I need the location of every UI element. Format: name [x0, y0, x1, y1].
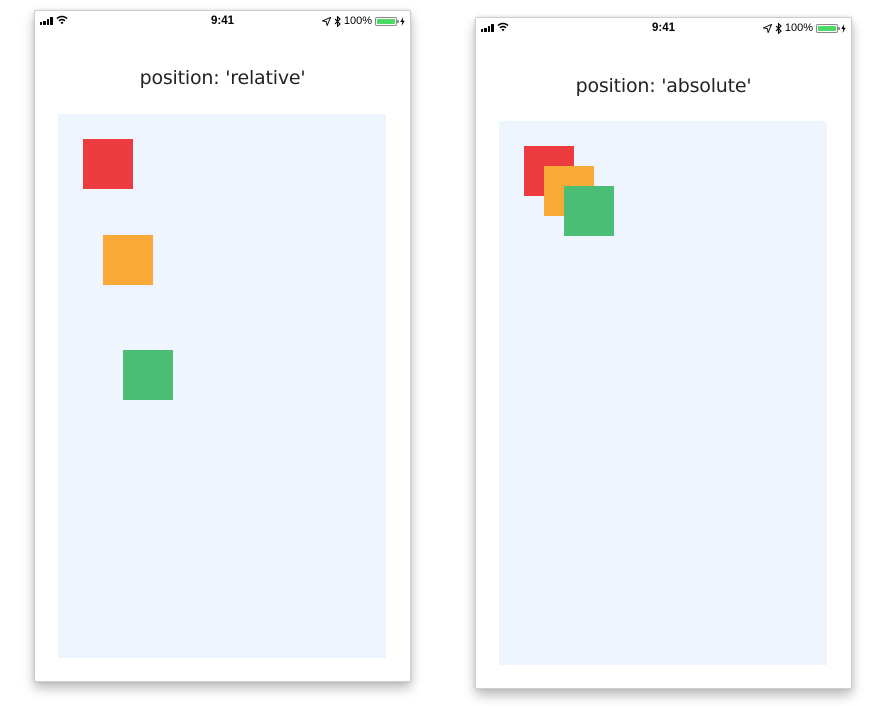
wifi-icon [497, 22, 509, 32]
phone-relative: 9:41 100% position: 'relative' [34, 10, 411, 682]
status-bar: 9:41 100% [35, 11, 410, 31]
cellular-signal-icon [40, 17, 54, 25]
charging-bolt-icon [400, 16, 405, 26]
status-right-group: 100% [321, 14, 405, 28]
orange-box [103, 235, 153, 285]
demo-container [58, 114, 386, 658]
wifi-icon [56, 15, 68, 25]
demo-container [499, 121, 827, 665]
battery-icon [816, 23, 840, 33]
battery-percent: 100% [784, 22, 813, 34]
green-box [123, 350, 173, 400]
status-time: 9:41 [210, 15, 235, 27]
charging-bolt-icon [841, 23, 846, 33]
bluetooth-icon [775, 22, 782, 34]
status-right-group: 100% [762, 21, 846, 35]
phone-absolute: 9:41 100% position: 'absolute' [475, 17, 852, 689]
page-title: position: 'absolute' [575, 75, 752, 97]
bluetooth-icon [334, 15, 341, 27]
status-time: 9:41 [651, 22, 676, 34]
location-arrow-icon [321, 16, 331, 26]
red-box [83, 139, 133, 189]
cellular-signal-icon [481, 24, 495, 32]
green-box [564, 186, 614, 236]
status-bar: 9:41 100% [476, 18, 851, 38]
page-title: position: 'relative' [139, 67, 306, 89]
location-arrow-icon [762, 23, 772, 33]
battery-icon [375, 16, 399, 26]
battery-percent: 100% [343, 15, 372, 27]
